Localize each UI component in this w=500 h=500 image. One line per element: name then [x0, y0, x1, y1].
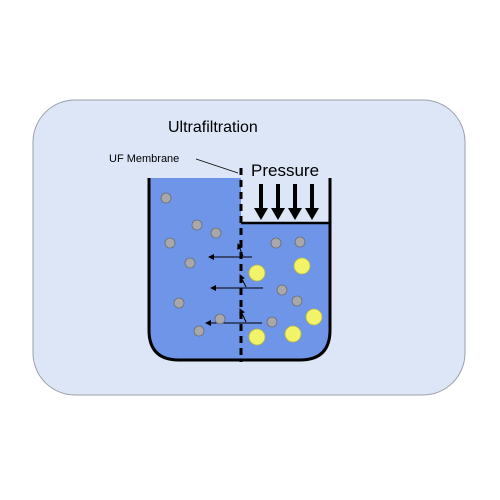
small-particle: [193, 325, 205, 337]
large-particle: [248, 328, 266, 346]
diagram-title: Ultrafiltration: [168, 119, 258, 136]
small-particle: [160, 192, 172, 204]
pressure-arrow: [305, 184, 319, 220]
small-particle: [294, 236, 306, 248]
pressure-arrow: [288, 184, 302, 220]
small-particle: [191, 219, 203, 231]
small-particle: [214, 313, 226, 325]
small-particle: [276, 284, 288, 296]
small-particle: [270, 237, 282, 249]
small-particle: [291, 295, 303, 307]
large-particle: [284, 325, 302, 343]
small-particle: [184, 257, 196, 269]
pressure-arrow: [254, 184, 268, 220]
flow-arrow: [237, 243, 244, 257]
small-particle: [164, 237, 176, 249]
large-particle: [293, 257, 311, 275]
pressure-arrows: [254, 184, 319, 220]
pressure-label: Pressure: [251, 161, 319, 180]
flow-arrow: [239, 308, 247, 323]
small-particle: [210, 227, 222, 239]
large-particle: [248, 264, 266, 282]
small-particle: [266, 316, 278, 328]
flow-arrow: [239, 274, 247, 288]
membrane-leader-line: [195, 158, 239, 174]
small-particle: [173, 297, 185, 309]
large-particles: [248, 257, 323, 346]
permeate-flow-arrows: [205, 243, 263, 326]
membrane-label: UF Membrane: [109, 153, 179, 165]
small-particles: [160, 192, 306, 337]
pressure-arrow: [271, 184, 285, 220]
large-particle: [305, 308, 323, 326]
